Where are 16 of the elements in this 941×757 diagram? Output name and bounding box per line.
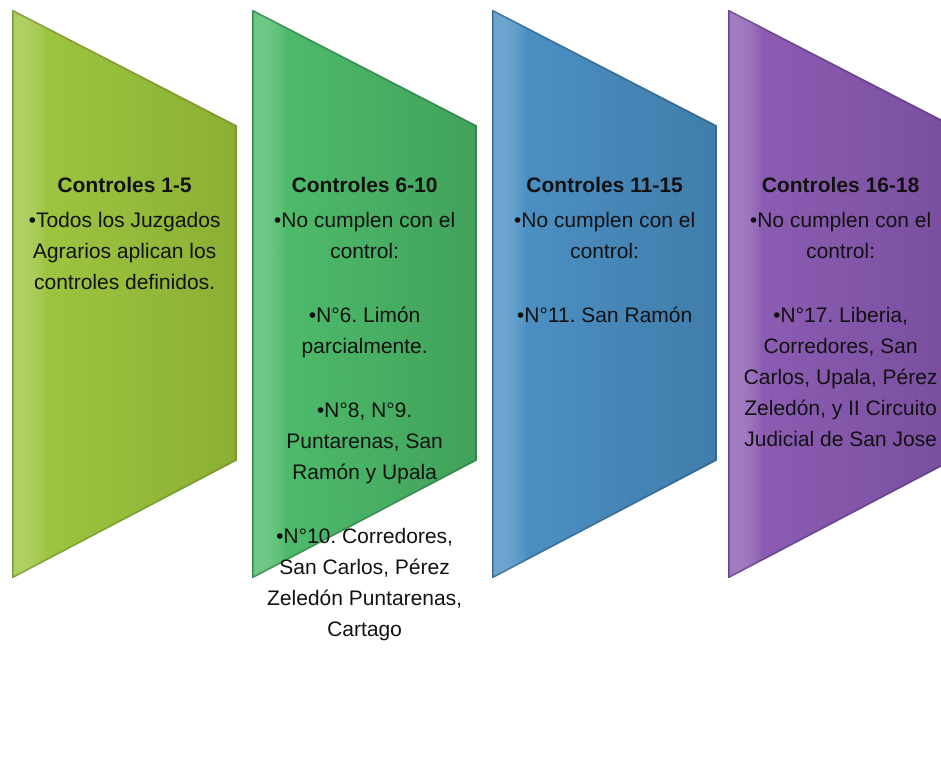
chevron-shape [728, 10, 941, 578]
bullet-text: •N°8, N°9. Puntarenas, San Ramón y Upala [285, 398, 444, 486]
bullet-text: •Todos los Juzgados Agrarios aplican los controles definidos. [28, 208, 222, 296]
chevron-heading: Controles 6-10 [290, 173, 438, 199]
bullet-text: •No cumplen con el control: [272, 208, 456, 265]
chevron-shape [12, 10, 237, 578]
bullet-text: •N°11. San Ramón [516, 303, 694, 329]
bullet-text: •No cumplen con el control: [748, 208, 932, 265]
chevron-heading: Controles 16-18 [760, 173, 920, 199]
bullet-text: •N°17. Liberia, Corredores, San Carlos, Upala, Pérez Zeledón, y II Circuito Judicial de San Jose [742, 303, 938, 453]
chevron-heading: Controles 1-5 [56, 173, 193, 199]
bullet-text: •N°6. Limón parcialmente. [300, 303, 429, 360]
bullet-text: •N°10. Corredores, San Carlos, Pérez Zeledón Puntarenas, Cartago [266, 524, 463, 643]
chevron-shape [492, 10, 717, 578]
bullet-text: •No cumplen con el control: [512, 208, 696, 265]
chevron-heading: Controles 11-15 [525, 173, 684, 199]
